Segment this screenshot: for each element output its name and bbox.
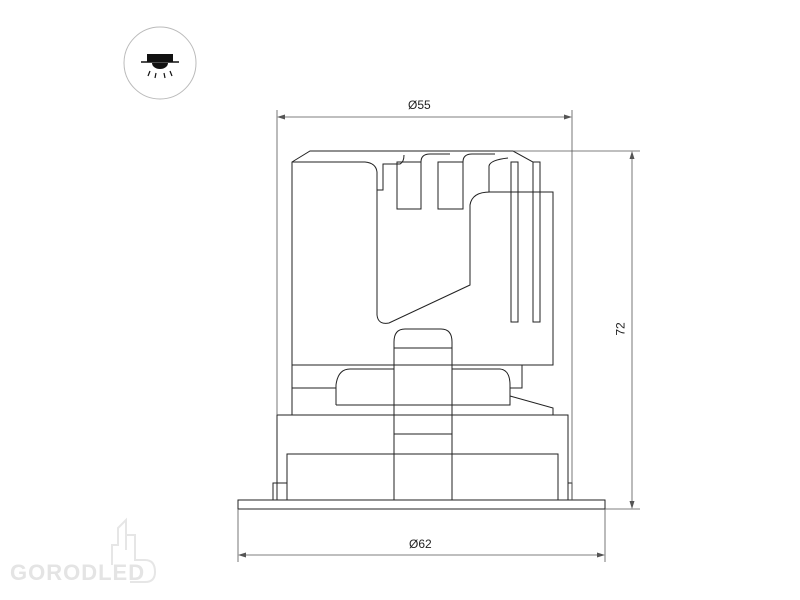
- brand-logo: GORODLED: [10, 560, 146, 585]
- bottom-diameter-label: Ø62: [409, 537, 432, 551]
- height-label: 72: [613, 322, 628, 336]
- mount-type-icon: [123, 26, 197, 100]
- luminaire-outline: [237, 150, 606, 510]
- logo-building-icon: [111, 517, 157, 583]
- top-diameter-label: Ø55: [408, 98, 431, 112]
- dimension-lines: [237, 110, 640, 562]
